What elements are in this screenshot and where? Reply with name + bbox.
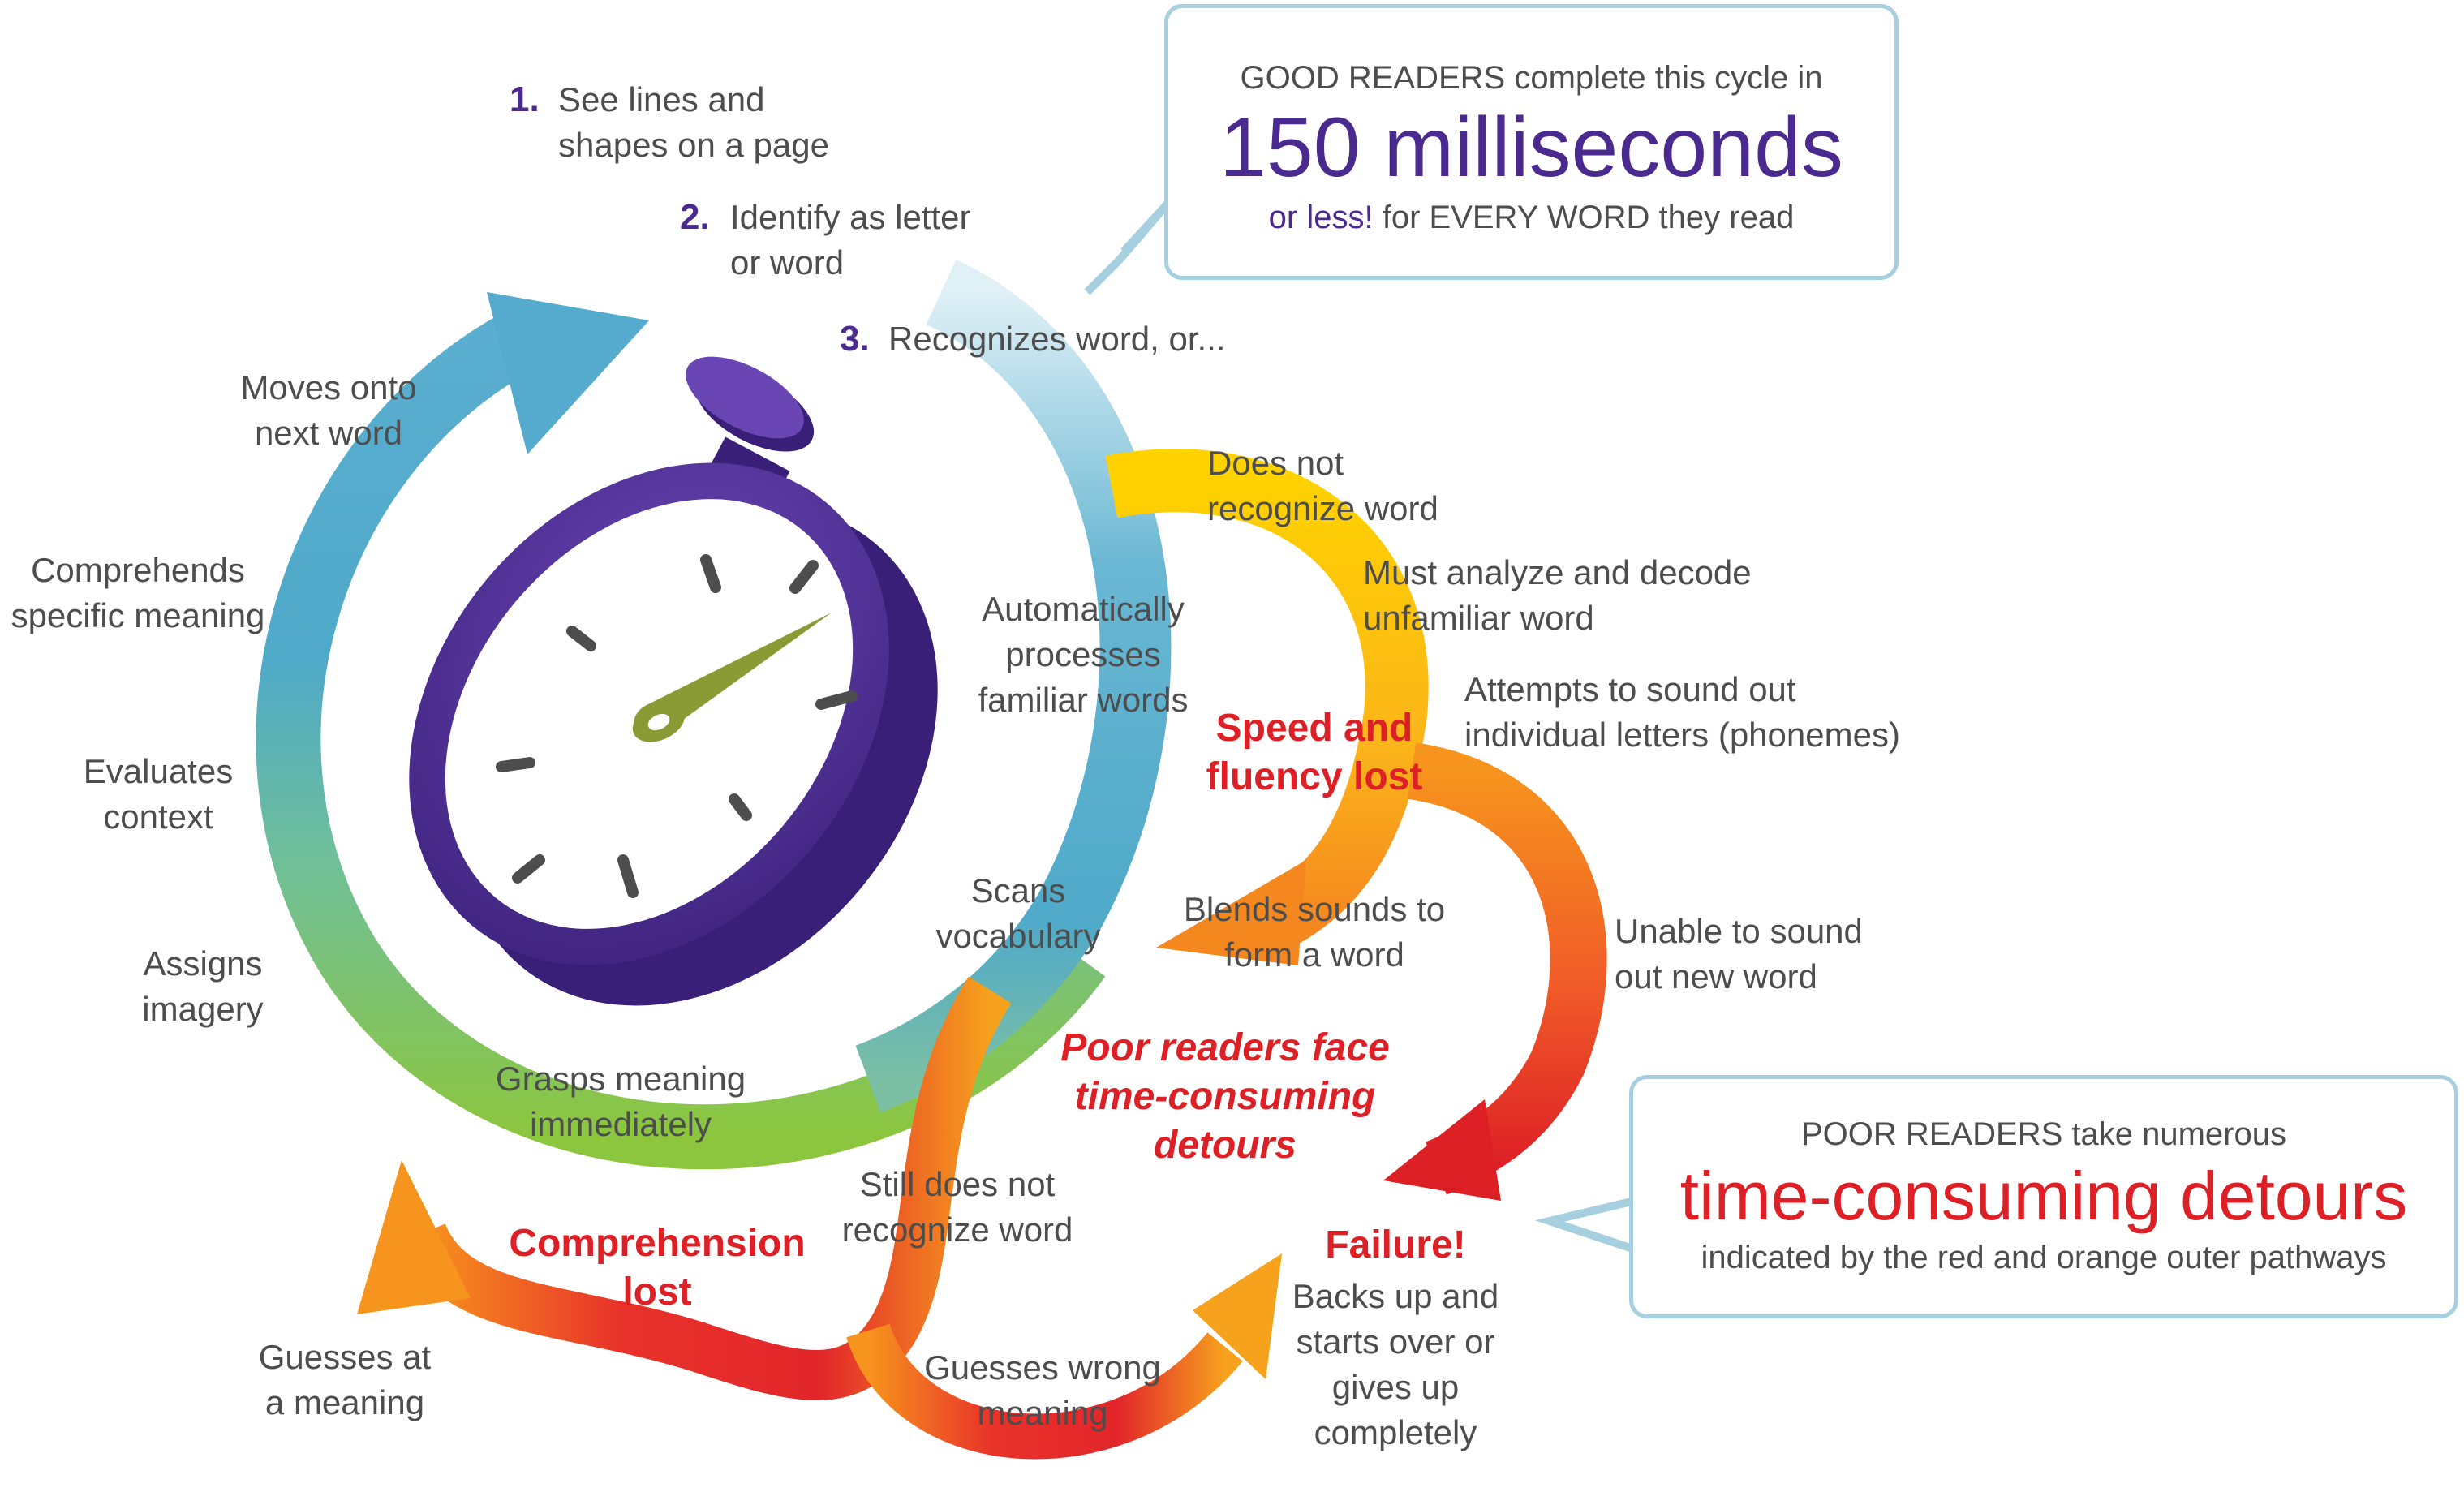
step-3-text: Recognizes word, or...: [888, 320, 1226, 358]
backs-up-label: Backs up and starts over or gives up com…: [1292, 1277, 1499, 1451]
poor-readers-callout: POOR READERS take numerous time-consumin…: [1629, 1075, 2458, 1318]
poor-callout-pointer: [1534, 1197, 1636, 1253]
detour-bottom: [398, 976, 1012, 1400]
blends-label: Blends sounds to form a word: [1183, 890, 1446, 974]
detour-bottom-right: [846, 1322, 1243, 1460]
good-callout-big: 150 milliseconds: [1219, 101, 1843, 195]
step-1-number: 1.: [510, 80, 540, 119]
comprehends-label: Comprehends specific meaning: [11, 551, 265, 634]
detour-red-head: [1383, 1099, 1501, 1201]
guesses-wrong-label: Guesses wrong meaning: [924, 1348, 1161, 1432]
still-not-label: Still does not recognize word: [841, 1165, 1073, 1249]
step-2-number: 2.: [680, 197, 710, 237]
comprehension-lost-label: Comprehension lost: [509, 1222, 806, 1314]
step-2-text: Identify as letter or word: [730, 198, 971, 282]
poor-callout-line3: indicated by the red and orange outer pa…: [1701, 1240, 2387, 1275]
or-less-text: or less!: [1268, 200, 1374, 235]
good-callout-line1: GOOD READERS complete this cycle in: [1240, 60, 1823, 96]
moves-onto-label: Moves onto next word: [240, 368, 417, 452]
cycle-arrow-head: [487, 292, 649, 454]
good-readers-callout: GOOD READERS complete this cycle in 150 …: [1164, 4, 1899, 280]
step-3-number: 3.: [840, 319, 870, 359]
automatically-label: Automatically processes familiar words: [978, 590, 1189, 719]
failure-label: Failure!: [1325, 1223, 1466, 1266]
poor-face-label: Poor readers face time-consuming detours: [1060, 1026, 1390, 1167]
evaluates-label: Evaluates context: [83, 752, 234, 836]
detour-bottom-head-left: [357, 1160, 471, 1314]
detour-yellow: [1105, 449, 1429, 954]
cycle-arrow-body: [256, 312, 1106, 1170]
must-analyze-label: Must analyze and decode unfamiliar word: [1363, 553, 1752, 637]
poor-callout-line1: POOR READERS take numerous: [1801, 1116, 2286, 1152]
unable-label: Unable to sound out new word: [1615, 912, 1863, 995]
good-callout-line3: or less! for EVERY WORD they read: [1168, 196, 1894, 239]
attempts-label: Attempts to sound out individual letters…: [1464, 670, 1900, 754]
stopwatch-icon: [409, 356, 938, 1006]
needle: [633, 613, 832, 740]
assigns-label: Assigns imagery: [142, 944, 264, 1028]
good-callout-pointer: [1084, 200, 1172, 295]
detour-yellow-head: [1156, 860, 1306, 965]
does-not-recognize-label: Does not recognize word: [1207, 444, 1438, 527]
every-word-text: for EVERY WORD they read: [1373, 200, 1795, 235]
scans-label: Scans vocabulary: [935, 871, 1101, 955]
poor-callout-big: time-consuming detours: [1679, 1158, 2408, 1234]
step-1-text: See lines and shapes on a page: [558, 80, 829, 164]
grasps-label: Grasps meaning immediately: [495, 1060, 746, 1143]
guesses-at-label: Guesses at a meaning: [258, 1338, 432, 1421]
detour-bottom-head-right: [1193, 1253, 1282, 1379]
speed-lost-label: Speed and fluency lost: [1206, 707, 1423, 798]
